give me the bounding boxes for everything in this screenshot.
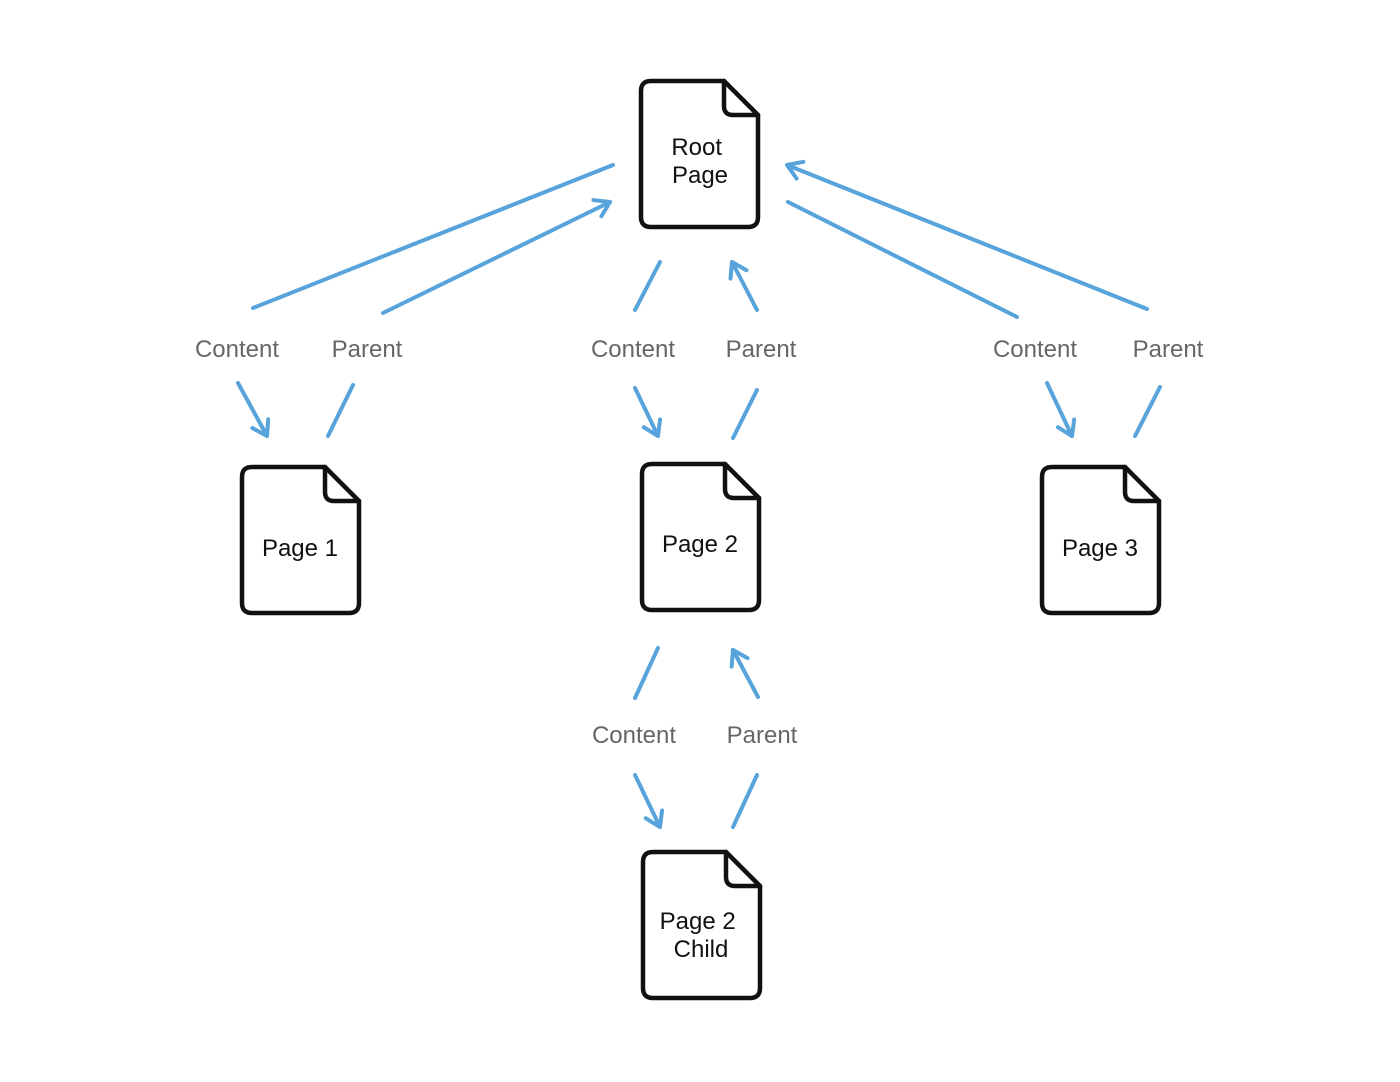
edge-label-content-middle: Content [591,336,675,363]
node-label-child-line1: Page 2 [660,908,736,935]
document-fold-icon [1122,464,1162,504]
document-icon [640,849,763,1001]
edge-page3-to-root-parent-lower [1133,385,1162,438]
node-label-root-line1: Root [671,134,722,161]
edge-page3-to-root-parent-arrow [785,159,1149,311]
edge-root-to-page3-content-upper [786,200,1019,319]
node-label-root-page: Root Page [671,134,728,189]
edge-root-to-page1-content-upper [251,163,615,310]
document-icon [638,78,761,230]
node-label-page-2: Page 2 [662,531,738,558]
edge-label-content-left: Content [195,336,279,363]
edge-root-to-page2-content-upper [633,260,662,312]
edge-label-parent-bottom: Parent [727,722,798,749]
node-label-page-3: Page 3 [1062,535,1138,562]
node-page-2 [639,461,762,613]
edge-root-to-page2-content-arrow [633,386,663,438]
document-fold-icon [723,849,763,889]
edge-page1-to-root-parent-lower [326,383,355,438]
edge-page2-to-child-content-upper [633,646,660,700]
node-page-3 [1039,464,1162,616]
node-label-root-line2: Page [672,162,728,189]
node-root-page [638,78,761,230]
edge-root-to-page3-content-arrow [1045,381,1077,438]
document-fold-icon [322,464,362,504]
edge-page2-to-child-content-arrow [633,773,665,829]
edge-child-to-page2-parent-lower [731,773,759,829]
edge-page2-to-root-parent-lower [731,388,759,440]
edge-child-to-page2-parent-arrow [729,648,760,699]
document-fold-icon [721,78,761,118]
document-icon [1039,464,1162,616]
document-icon [639,461,762,613]
edge-label-parent-left: Parent [332,336,403,363]
edge-root-to-page1-content-arrow [236,381,271,438]
node-label-child-line2: Child [674,936,729,963]
edge-label-parent-middle: Parent [726,336,797,363]
edge-label-parent-right: Parent [1133,336,1204,363]
node-label-page-1: Page 1 [262,535,338,562]
document-icon [239,464,362,616]
node-page-1 [239,464,362,616]
edge-page1-to-root-parent-arrow [381,198,612,315]
edge-label-content-right: Content [993,336,1077,363]
node-page-2-child [640,849,763,1001]
document-fold-icon [722,461,762,501]
node-label-page-2-child: Page 2 Child [660,908,743,963]
edge-label-content-bottom: Content [592,722,676,749]
edge-page2-to-root-parent-arrow [728,260,759,312]
